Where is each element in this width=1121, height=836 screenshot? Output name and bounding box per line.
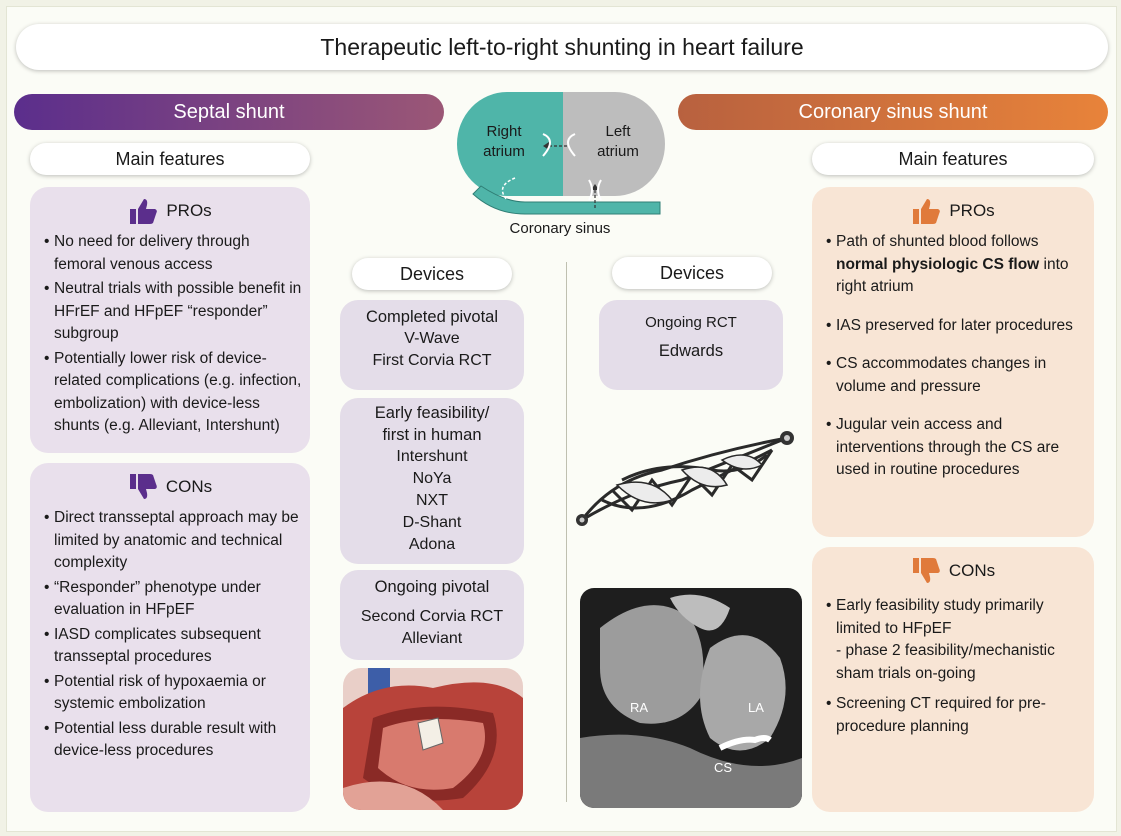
cs-devices-header: Devices [612,257,772,289]
cs-pro-item: Jugular vein access and interventions th… [826,414,1086,482]
septal-cons-label: CONs [165,477,213,496]
device-item: Intershunt [396,448,468,465]
ongoing-pivotal-heading: Ongoing pivotal [374,578,490,596]
septal-con-item: Potential less durable result with devic… [44,718,302,763]
device-item: D-Shant [402,514,462,531]
cs-stent-device [576,431,794,526]
left-atrium-label: Left atrium [597,123,639,160]
early-feasibility-card: Early feasibility/ first in human Inters… [340,398,524,564]
cs-shunt-banner: Coronary sinus shunt [678,94,1108,130]
device-item: First Corvia RCT [372,352,492,369]
septal-con-item: Direct transseptal approach may be limit… [44,507,302,575]
completed-pivotal-card: Completed pivotal V-Wave First Corvia RC… [340,300,524,390]
atria-diagram [457,92,665,215]
cs-pro-emphasis: normal physiologic CS flow [836,255,1040,273]
right-atrium-shape [457,92,563,196]
left-atrium-shape [563,92,665,196]
septal-pro-item: No need for delivery through femoral ven… [44,231,302,276]
cs-pro-item: Path of shunted blood follows normal phy… [826,231,1086,299]
cs-main-features: Main features [812,143,1094,175]
septal-con-item: IASD complicates subsequent transseptal … [44,624,302,669]
device-item: Edwards [658,342,724,360]
heart-illustration [343,668,523,810]
cs-con-item: Early feasibility study primarily limite… [826,595,1086,685]
coronary-sinus-vessel [472,185,661,215]
ongoing-pivotal-card: Ongoing pivotal Second Corvia RCT Allevi… [340,570,524,660]
device-item: Adona [408,536,456,553]
cs-cons-label: CONs [948,561,996,580]
device-item: V-Wave [404,330,460,347]
thumbs-up-icon [913,199,941,224]
septal-pros-card: PROs No need for delivery through femora… [30,187,310,453]
septal-pros-header: PROs [30,197,310,225]
thumbs-down-icon [912,558,940,583]
thumbs-up-icon [130,199,158,224]
septal-main-features: Main features [30,143,310,175]
cs-pros-card: PROs Path of shunted blood follows norma… [812,187,1094,537]
septal-cons-header: CONs [30,473,310,501]
early-feasibility-heading: Early feasibility/ first in human [374,404,490,444]
cs-pros-header: PROs [812,197,1094,225]
device-item: Second Corvia RCT [360,608,504,625]
septal-devices-header: Devices [352,258,512,290]
septal-shunt-banner: Septal shunt [14,94,444,130]
ct-label-cs: CS [714,760,733,775]
column-divider [566,262,567,802]
septal-cons-card: CONs Direct transseptal approach may be … [30,463,310,812]
cs-pro-item: CS accommodates changes in volume and pr… [826,353,1086,398]
cs-con-item: Screening CT required for pre-procedure … [826,693,1086,738]
ongoing-rct-card: Ongoing RCT Edwards [599,300,783,390]
completed-pivotal-heading: Completed pivotal [365,308,499,326]
coronary-sinus-label: Coronary sinus [509,220,611,237]
figure-title: Therapeutic left-to-right shunting in he… [16,24,1108,70]
cs-cons-card: CONs Early feasibility study primarily l… [812,547,1094,812]
ct-scan-image: RA LA CS [580,588,802,808]
ct-label-ra: RA [630,700,649,715]
ct-label-la: LA [748,700,764,715]
septal-pros-label: PROs [166,201,212,220]
septal-con-item: “Responder” phenotype under evaluation i… [44,577,302,622]
ongoing-rct-heading: Ongoing RCT [645,314,737,331]
cs-pro-item: IAS preserved for later procedures [826,315,1086,338]
septal-con-item: Potential risk of hypoxaemia or systemic… [44,671,302,716]
septal-pro-item: Potentially lower risk of device-related… [44,348,302,438]
thumbs-down-icon [129,474,157,499]
cs-cons-header: CONs [812,557,1094,585]
cs-pros-label: PROs [949,201,995,220]
right-atrium-label: Right atrium [483,123,525,160]
device-item: Alleviant [401,630,463,647]
device-item: NoYa [412,470,452,487]
septal-pro-item: Neutral trials with possible benefit in … [44,278,302,346]
device-item: NXT [416,492,448,509]
